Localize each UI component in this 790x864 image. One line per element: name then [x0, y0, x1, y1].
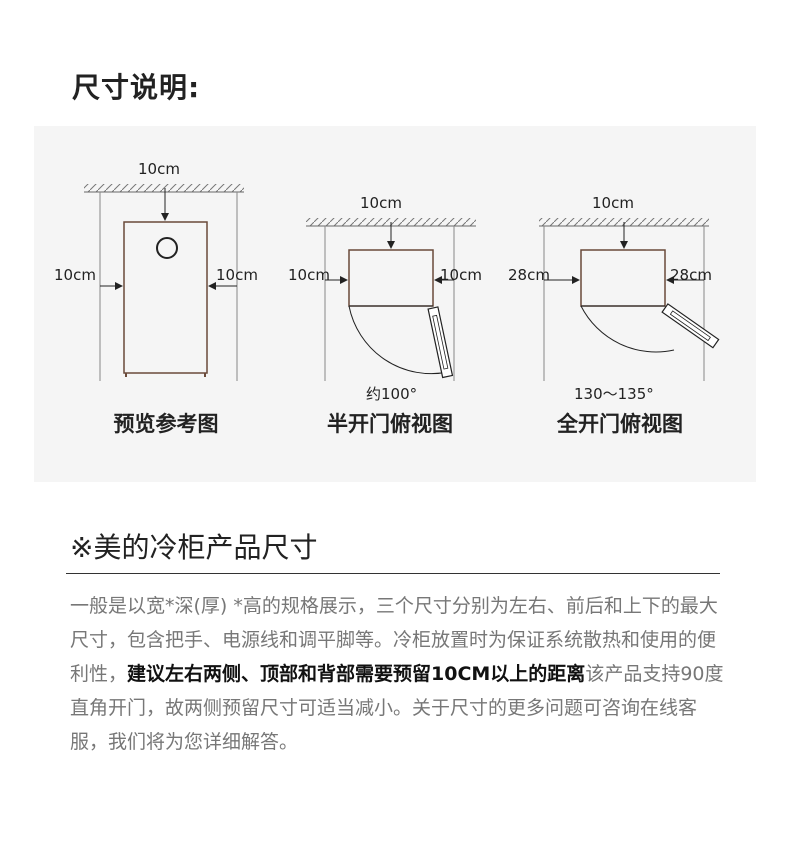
top-gap-label: 10cm [592, 194, 634, 212]
right-gap-label: 28cm [670, 266, 712, 284]
description-paragraph: 一般是以宽*深(厚) *高的规格展示，三个尺寸分别为左右、前后和上下的最大尺寸，… [70, 589, 730, 759]
left-gap-label: 28cm [508, 266, 550, 284]
freezer-body [348, 249, 434, 307]
open-door [427, 306, 454, 379]
control-knob-icon [156, 237, 178, 259]
door-angle-label: 约100° [366, 385, 417, 403]
right-gap-label: 10cm [440, 266, 482, 284]
section-title: ※美的冷柜产品尺寸 [70, 531, 318, 564]
front-view-caption: 预览参考图 [113, 412, 219, 436]
description-text-end: 该产品支持90度直角开门，故两侧预留尺寸可适当减小。关于尺寸的更多问题可咨询在线… [70, 663, 724, 753]
description-text: 一般是以宽*深(厚) *高的规格展示，三个尺寸分别为左右、前后和上下的最大尺寸，… [70, 595, 718, 685]
left-gap-label: 10cm [288, 266, 330, 284]
door-swing-arc [348, 305, 449, 375]
dimension-diagram: 10cm 10cm 10cm 10cm 10cm 10cm 约100° [54, 160, 720, 403]
top-gap-label: 10cm [138, 160, 180, 178]
full-open-top-view: 10cm 28cm 28cm 130～135° [508, 194, 720, 403]
page-title: 尺寸说明: [72, 71, 201, 104]
dimension-diagram-panel: 10cm 10cm 10cm 10cm 10cm 10cm 约100° [34, 126, 756, 482]
front-view: 10cm 10cm 10cm [54, 160, 258, 381]
full-open-caption: 全开门俯视图 [557, 412, 683, 436]
section-divider [66, 573, 720, 574]
top-gap-label: 10cm [360, 194, 402, 212]
door-angle-label: 130～135° [574, 385, 654, 403]
freezer-body [580, 249, 666, 307]
description-emphasis: 建议左右两侧、顶部和背部需要预留10CM以上的距离 [127, 663, 586, 685]
ceiling-hatch [84, 184, 244, 192]
freezer-body [123, 221, 208, 374]
open-door [661, 303, 720, 349]
half-open-top-view: 10cm 10cm 10cm 约100° [288, 194, 482, 403]
door-swing-arc [580, 305, 675, 353]
right-gap-label: 10cm [216, 266, 258, 284]
left-gap-label: 10cm [54, 266, 96, 284]
half-open-caption: 半开门俯视图 [327, 412, 453, 436]
